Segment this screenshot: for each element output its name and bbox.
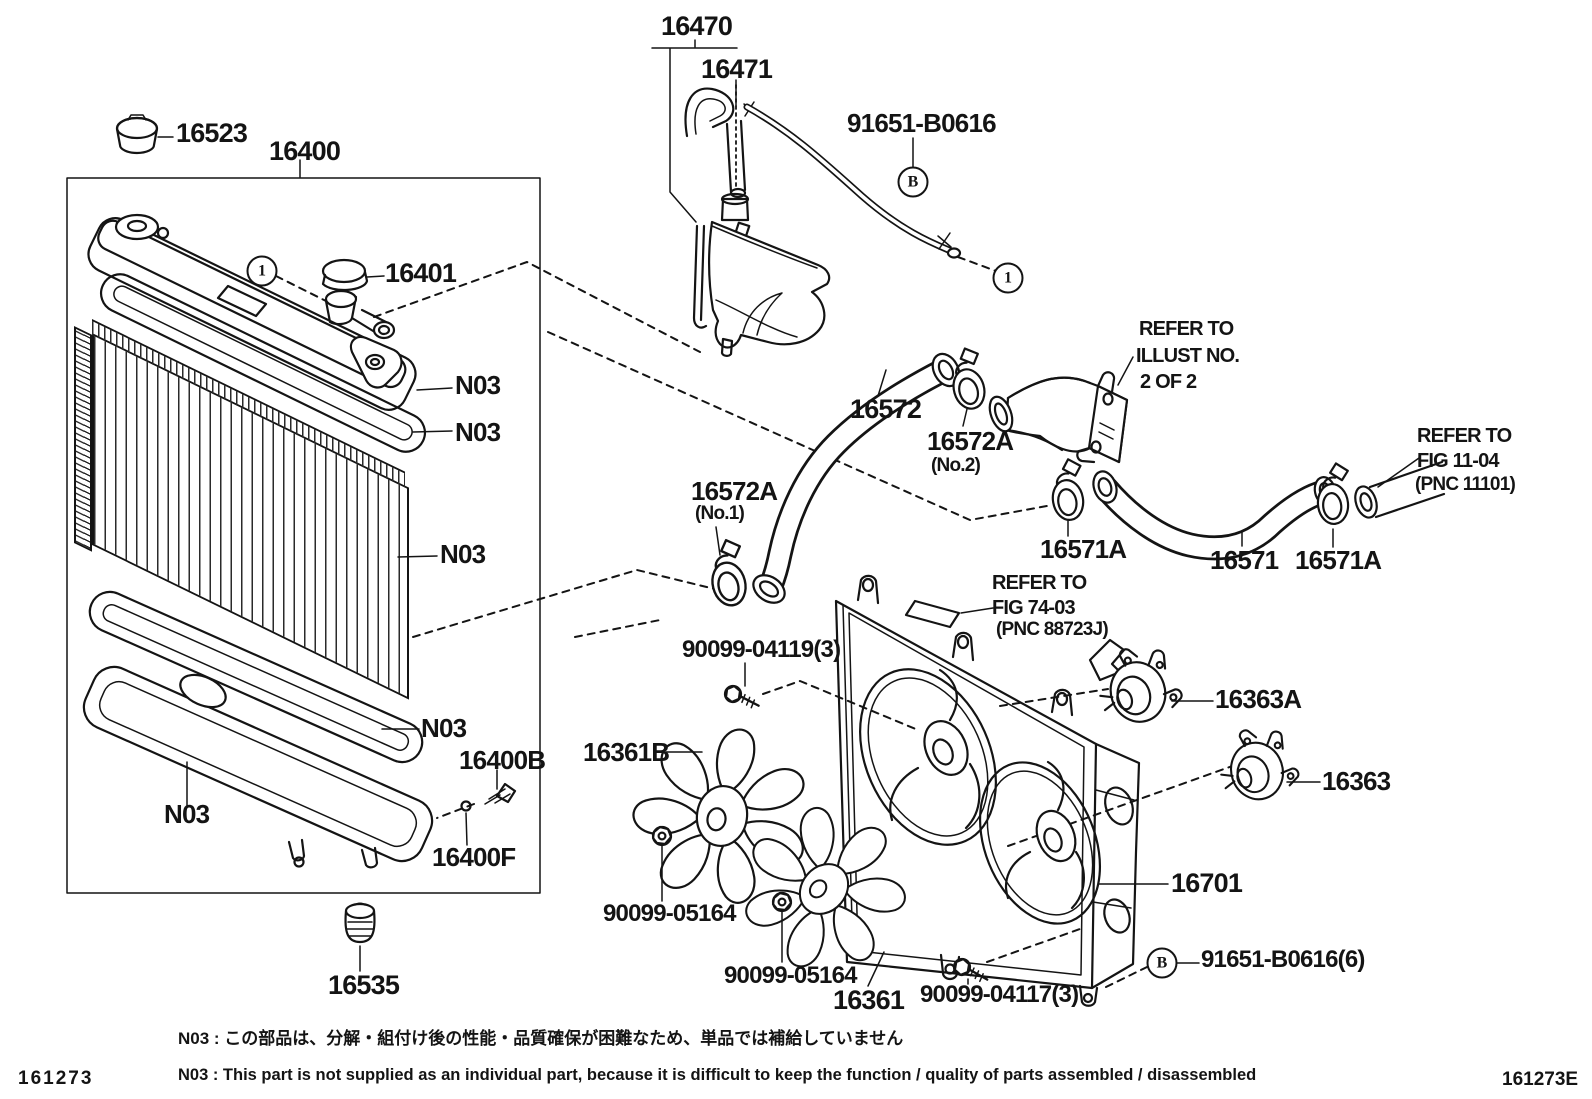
relation-dashed-lines	[275, 256, 1239, 988]
fan-motor-16363	[1209, 717, 1304, 811]
fan-16361B	[631, 725, 811, 909]
ref-fig74-line1: REFER TO	[992, 572, 1087, 594]
part-label-n03-2: N03	[455, 417, 501, 447]
tank-gasket-upper	[99, 273, 427, 453]
part-label-16571: 16571	[1210, 545, 1279, 575]
part-label-16572A-no1: 16572A	[691, 476, 778, 506]
bolt-90099-04119	[722, 683, 762, 710]
engine-water-pipe-stub	[1354, 460, 1446, 519]
part-label-n03-5: N03	[164, 799, 210, 829]
ref-illust-line1: REFER TO	[1139, 318, 1234, 340]
ref-fig74-line3: (PNC 88723J)	[996, 619, 1109, 640]
hose-clamp-16571A-left	[1045, 456, 1091, 524]
nut-90099-05164-a	[651, 825, 673, 847]
part-label-16401: 16401	[385, 258, 457, 288]
radiator-cap-16401	[321, 258, 369, 292]
hose-clamp-16571A-right	[1312, 461, 1355, 527]
part-label-16571A-left: 16571A	[1040, 534, 1127, 564]
reserve-tank-assembly	[651, 47, 831, 357]
part-label-91651-B0616-6: 91651-B0616(6)	[1201, 946, 1365, 973]
bolt-90099-04117	[951, 956, 992, 984]
note-n03-english: N03 : This part is not supplied as an in…	[178, 1066, 1257, 1084]
radiator-top-tank	[87, 213, 417, 411]
part-label-16470: 16470	[661, 11, 733, 41]
part-label-16535: 16535	[328, 970, 400, 1000]
part-label-no1: (No.1)	[695, 503, 745, 524]
drain-plug-16535	[344, 902, 376, 944]
part-label-90099-05164-a: 90099-05164	[603, 900, 736, 927]
part-label-16572A-no2: 16572A	[927, 426, 1014, 456]
leader-lines	[157, 39, 1420, 987]
note-n03-japanese: N03 : この部品は、分解・組付け後の性能・品質確保が困難なため、単品では補給…	[178, 1029, 904, 1048]
ref-illust-line2: ILLUST NO.	[1136, 345, 1240, 367]
part-label-16400F: 16400F	[432, 842, 516, 872]
part-label-n03-3: N03	[440, 539, 486, 569]
callout-b-bolt: B	[1146, 947, 1178, 979]
part-label-16361: 16361	[833, 985, 905, 1015]
part-label-90099-05164-b: 90099-05164	[724, 962, 857, 989]
part-label-n03-1: N03	[455, 370, 501, 400]
part-label-16572: 16572	[850, 394, 922, 424]
ref-fig11-line3: (PNC 11101)	[1415, 474, 1516, 495]
ref-illust-line3: 2 OF 2	[1140, 371, 1197, 393]
reservoir-cap-icon	[115, 114, 159, 155]
callout-b-hose: B	[897, 166, 929, 198]
part-label-91651-B0616: 91651-B0616	[847, 108, 997, 138]
ref-fig11-line1: REFER TO	[1417, 425, 1512, 447]
hose-clamp-16572A-no1	[701, 536, 755, 611]
upper-radiator-hose	[752, 352, 961, 604]
overflow-hose	[743, 103, 962, 259]
part-label-16363: 16363	[1322, 766, 1391, 796]
callout-1-radiator: 1	[246, 255, 278, 287]
radiator-bottom-tank	[82, 665, 434, 869]
part-label-16571A-right: 16571A	[1295, 545, 1382, 575]
water-inlet-pipe	[988, 371, 1129, 464]
part-label-16400B: 16400B	[459, 745, 546, 775]
lower-radiator-hose	[1092, 470, 1337, 561]
part-label-16701: 16701	[1171, 868, 1243, 898]
part-label-16363A: 16363A	[1215, 684, 1302, 714]
part-label-n03-4: N03	[421, 713, 467, 743]
part-label-90099-04119: 90099-04119(3)	[682, 636, 841, 663]
part-label-no2: (No.2)	[931, 455, 981, 476]
fan-shroud	[834, 574, 1141, 1007]
callout-1-hose: 1	[992, 262, 1024, 294]
figure-code-right: 161273E	[1502, 1069, 1579, 1090]
drain-cock-16400B	[460, 782, 517, 812]
ref-fig74-line2: FIG 74-03	[992, 597, 1076, 619]
figure-code-left: 161273	[18, 1068, 94, 1089]
tank-gasket-lower	[88, 590, 424, 764]
ref-fig11-line2: FIG 11-04	[1417, 450, 1500, 472]
part-label-16523: 16523	[176, 118, 248, 148]
radiator-assembly-box	[66, 177, 541, 894]
part-label-16361B: 16361B	[583, 737, 670, 767]
part-label-90099-04117: 90099-04117(3)	[920, 981, 1079, 1008]
part-label-16471: 16471	[701, 54, 773, 84]
fan-16361	[740, 804, 907, 972]
nut-90099-05164-b	[771, 891, 793, 913]
part-label-16400: 16400	[269, 136, 341, 166]
